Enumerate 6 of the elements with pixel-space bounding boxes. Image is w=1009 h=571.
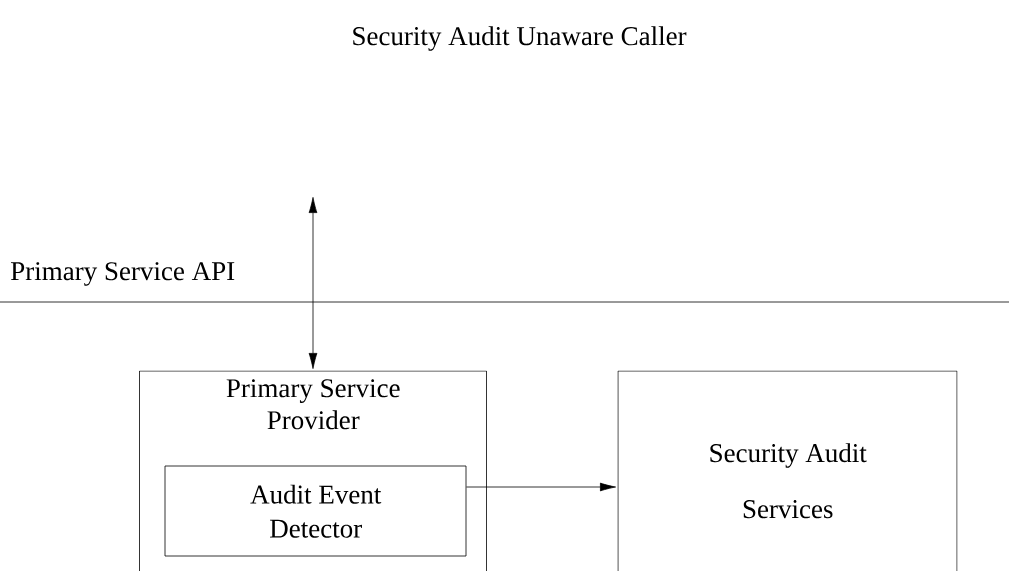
detector-box: Audit Event Detector [164,465,467,557]
caller-label: Security Audit Unaware Caller [353,26,687,51]
arrow [466,482,616,492]
services-box: Security Audit Services [617,370,958,571]
arrow [308,197,318,369]
api-label: Primary Service API [11,262,235,286]
